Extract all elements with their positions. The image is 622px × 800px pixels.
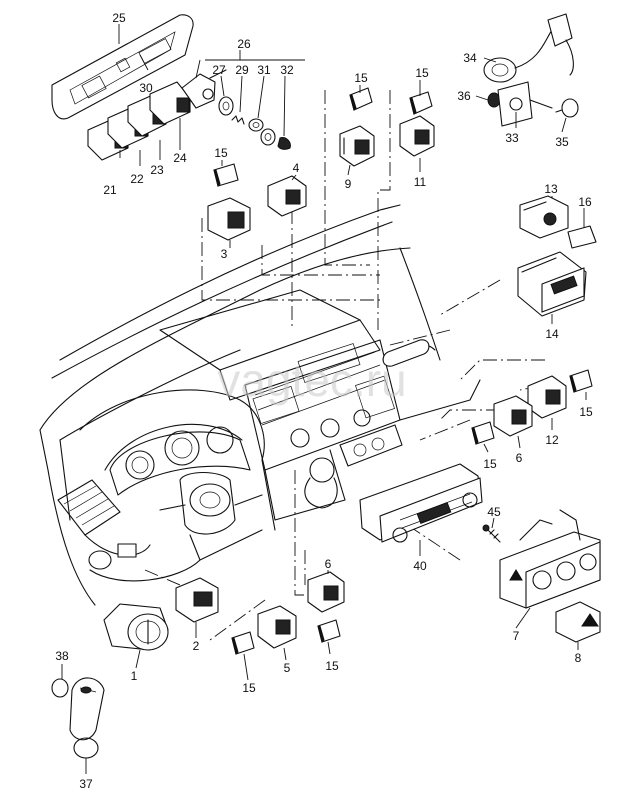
part-4-switch: [267, 175, 307, 217]
part-31-washer: [248, 118, 264, 132]
callout-6a: 6: [516, 451, 523, 465]
part-38-battery: [51, 678, 69, 698]
left-vent: [57, 479, 121, 536]
part-16-cover: [567, 225, 597, 249]
dashboard-drawing: [39, 204, 481, 606]
instrument-cluster: [109, 426, 251, 496]
callout-30: 30: [139, 81, 153, 95]
part-31b-nut: [260, 128, 276, 146]
callout-15a: 15: [354, 71, 368, 85]
callout-29: 29: [235, 63, 249, 77]
callout-21: 21: [103, 183, 117, 197]
part-6-lower-switch: [307, 571, 345, 613]
part-6-switch: [493, 395, 533, 437]
part-15-cover-c: [213, 163, 239, 187]
callout-16: 16: [578, 195, 592, 209]
part-3-switch: [207, 197, 251, 241]
callout-35: 35: [555, 135, 569, 149]
callout-33: 33: [505, 131, 519, 145]
callout-34: 34: [463, 51, 477, 65]
callout-27: 27: [212, 63, 226, 77]
callout-15e: 15: [483, 457, 497, 471]
callout-3: 3: [221, 247, 228, 261]
part-32-knob: [277, 137, 291, 150]
part-12-switch: [527, 375, 567, 419]
callout-40: 40: [413, 559, 427, 573]
callout-22: 22: [130, 172, 144, 186]
part-5-switch: [257, 605, 297, 649]
callout-25: 25: [112, 11, 126, 25]
part-35-bulb: [555, 98, 579, 118]
part-15-cover-f: [317, 619, 341, 643]
callout-7: 7: [513, 629, 520, 643]
callout-9: 9: [345, 177, 352, 191]
callout-24: 24: [173, 151, 187, 165]
part-15-cover-d: [569, 369, 593, 393]
steering-column: [159, 471, 263, 561]
callout-leaders: [61, 24, 587, 774]
callout-12: 12: [545, 433, 559, 447]
callout-15d: 15: [579, 405, 593, 419]
callout-32: 32: [280, 63, 294, 77]
callout-11: 11: [414, 175, 427, 189]
part-15-cover-e: [471, 421, 495, 445]
callout-15c: 15: [214, 146, 228, 160]
part-9-switch: [339, 125, 375, 167]
part-29-spring: [231, 115, 245, 125]
part-7-heater-control: [499, 509, 601, 609]
right-vent: [382, 339, 430, 367]
part-13-switch-housing: [519, 195, 569, 239]
callout-4: 4: [293, 161, 300, 175]
center-vent-grille: [252, 343, 395, 424]
part-15-cover-g: [231, 631, 255, 655]
callout-15b: 15: [415, 66, 429, 80]
callout-23: 23: [150, 163, 164, 177]
part-34-sensor-assembly: [483, 13, 574, 83]
callout-15f: 15: [325, 659, 339, 673]
callout-numbers: 25 30 26 27 29 31 32 34 36 33 35 21 22 2…: [55, 11, 593, 791]
part-40-climate-panel: [359, 463, 483, 543]
callout-13: 13: [544, 182, 558, 196]
part-27-ring: [218, 96, 234, 116]
callout-37: 37: [79, 777, 93, 791]
part-11-switch: [399, 115, 435, 157]
part-26-mirror-switch: [181, 69, 227, 109]
callout-8: 8: [575, 651, 582, 665]
callout-15g: 15: [242, 681, 256, 695]
part-14-control-unit: [517, 251, 587, 317]
callout-45: 45: [487, 505, 501, 519]
callout-36: 36: [457, 89, 471, 103]
part-2-switch: [175, 577, 219, 623]
callout-26: 26: [237, 37, 251, 51]
part-15-cover-a: [349, 87, 373, 111]
part-33-bracket: [497, 81, 553, 127]
callout-6b: 6: [325, 557, 332, 571]
part-15-cover-b: [409, 91, 433, 115]
callout-2: 2: [193, 639, 200, 653]
part-24-switch: [149, 81, 191, 125]
callout-5: 5: [284, 661, 291, 675]
callout-1: 1: [131, 669, 138, 683]
watermark: vagtec.ru: [217, 354, 406, 406]
callout-38: 38: [55, 649, 69, 663]
callout-31: 31: [257, 63, 271, 77]
part-37-key-fob: [69, 677, 105, 759]
part-8-hazard-switch: [555, 601, 601, 643]
part-1-light-switch: [103, 603, 169, 651]
callout-14: 14: [545, 327, 559, 341]
part-45-screw: [482, 524, 501, 543]
